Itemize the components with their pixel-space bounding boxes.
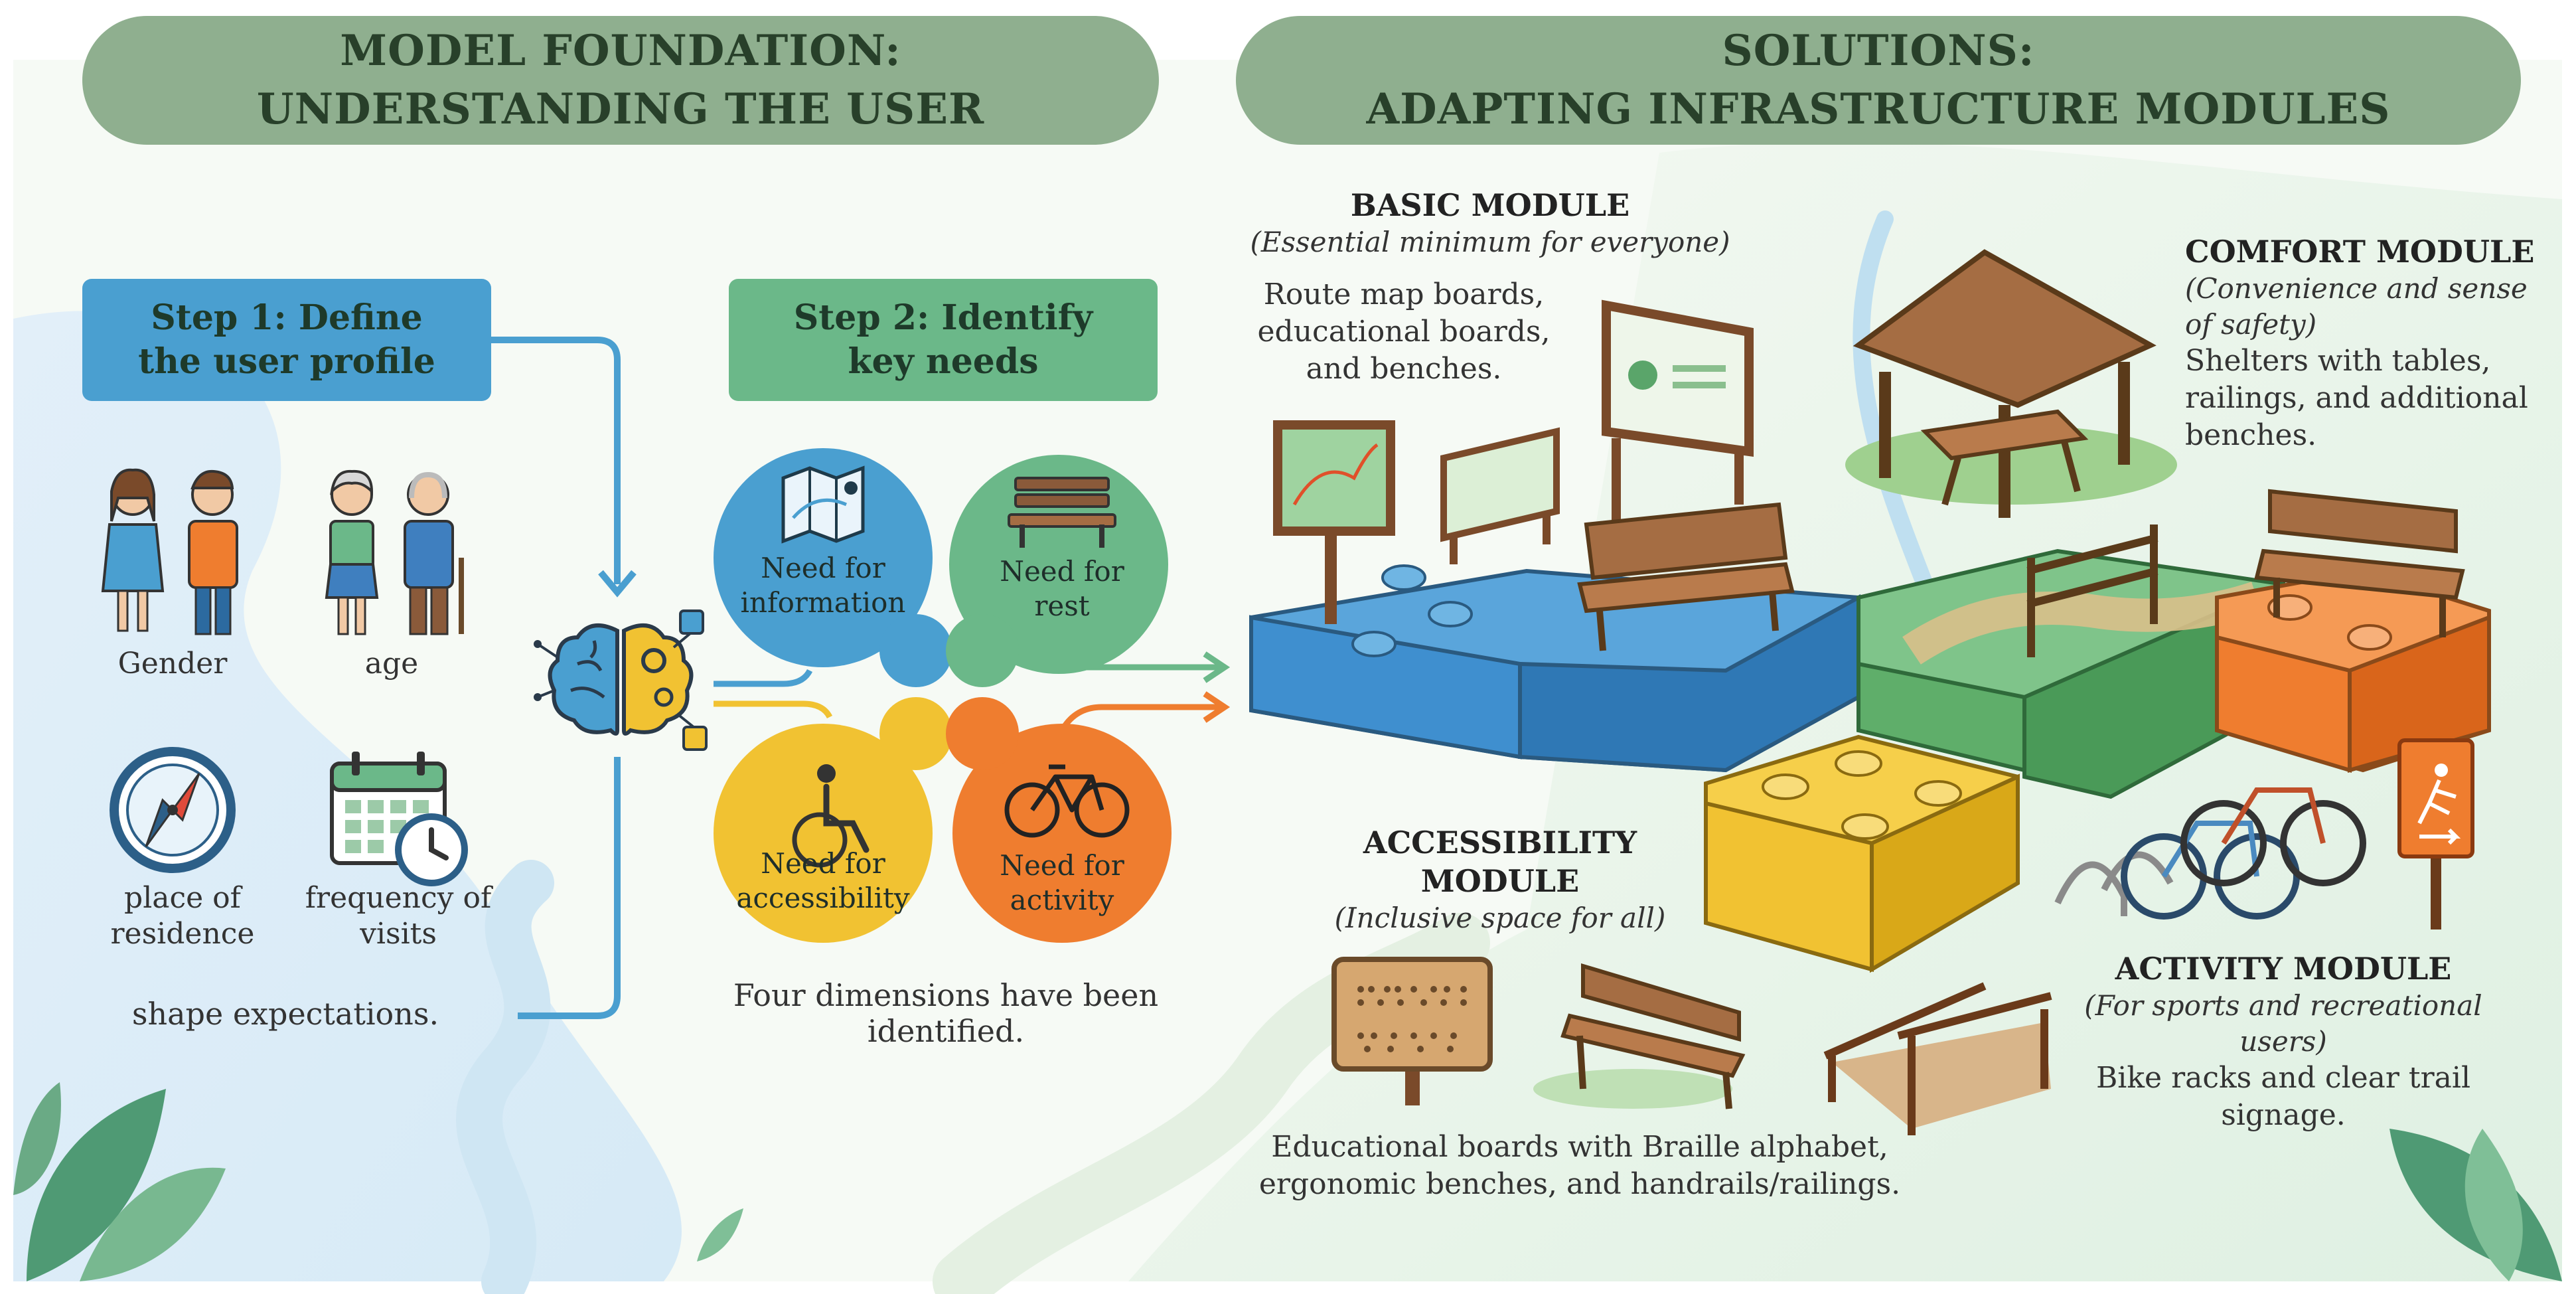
trail-sign <box>2397 738 2474 930</box>
bench-icon <box>1008 477 1116 548</box>
activity-module-subtitle-line2: users) <box>2239 1025 2327 1058</box>
railing-green-module <box>2026 525 2159 657</box>
accessibility-module-desc-line1: Educational boards with Braille alphabet… <box>1271 1130 1888 1164</box>
calendar-icon <box>330 752 468 886</box>
ergonomic-bench <box>1533 963 1746 1109</box>
right-header: SOLUTIONS: ADAPTING INFRASTRUCTURE MODUL… <box>1236 16 2521 145</box>
bench-orange-module <box>2254 489 2465 637</box>
needs-caption-line2: identified. <box>867 1013 1025 1049</box>
handrail-ramp <box>1823 982 2052 1135</box>
place-label-line2: residence <box>110 917 255 951</box>
educational-board-large <box>1602 299 1754 531</box>
accessibility-module-desc-line2: ergonomic benches, and handrails/railing… <box>1258 1167 1901 1201</box>
need-rest-label: Need for rest <box>962 554 1162 623</box>
activity-module-text: ACTIVITY MODULE (For sports and recreati… <box>2084 949 2482 1134</box>
age-icon <box>325 469 464 635</box>
need-accessibility-label: Need for accessibility <box>723 847 923 916</box>
right-header-line2: ADAPTING INFRASTRUCTURE MODULES <box>1366 84 2391 134</box>
wheelchair-icon <box>792 764 870 868</box>
need-activity-label: Need for activity <box>962 849 1162 918</box>
accessibility-module-subtitle: (Inclusive space for all) <box>1334 902 1666 934</box>
bench-blue-module <box>1577 502 1795 651</box>
yellow-puzzle-block <box>1704 734 2020 973</box>
need-information-line1: Need for <box>761 552 885 584</box>
needs-cluster <box>714 448 1172 943</box>
left-header: MODEL FOUNDATION: UNDERSTANDING THE USER <box>82 16 1159 145</box>
gender-icon <box>101 468 238 635</box>
need-information-line2: information <box>740 586 906 619</box>
accessibility-module-title-line2: MODULE <box>1420 863 1580 899</box>
compass-icon <box>110 747 236 873</box>
need-rest-line1: Need for <box>1000 555 1124 588</box>
need-rest-line2: rest <box>1034 590 1090 622</box>
need-information-label: Need for information <box>723 551 923 620</box>
brain-icon <box>534 609 708 751</box>
map-icon <box>781 465 865 544</box>
right-header-line1: SOLUTIONS: <box>1722 26 2035 76</box>
gender-label: Gender <box>117 647 228 681</box>
left-header-line2: UNDERSTANDING THE USER <box>256 84 985 134</box>
basic-module-desc-line3: and benches. <box>1306 352 1502 386</box>
basic-module-text: BASIC MODULE (Essential minimum for ever… <box>1248 186 1732 260</box>
accessibility-module-desc: Educational boards with Braille alphabet… <box>1221 1129 1938 1203</box>
age-label: age <box>364 647 419 681</box>
needs-caption: Four dimensions have been identified. <box>717 977 1175 1049</box>
braille-board <box>1331 957 1493 1105</box>
basic-module-title: BASIC MODULE <box>1350 187 1630 223</box>
comfort-module-desc-line2: railings, and additional <box>2185 381 2528 415</box>
accessibility-module-text: ACCESSIBILITY MODULE (Inclusive space fo… <box>1308 823 1693 936</box>
activity-module-desc-line1: Bike racks and clear trail <box>2095 1061 2471 1095</box>
bike-rack <box>2054 787 2366 920</box>
basic-module-desc-line2: educational boards, <box>1257 315 1551 349</box>
frequency-label-line2: visits <box>360 917 437 951</box>
comfort-module-text: COMFORT MODULE (Convenience and sense of… <box>2185 232 2557 454</box>
step1-box: Step 1: Define the user profile <box>82 279 491 401</box>
comfort-module-desc-line1: Shelters with tables, <box>2185 344 2491 378</box>
comfort-module-desc-line3: benches. <box>2185 418 2317 452</box>
place-label-line1: place of <box>124 881 241 915</box>
step1-line2: the user profile <box>138 341 435 382</box>
basic-module-desc: Route map boards, educational boards, an… <box>1248 276 1560 388</box>
step2-line1: Step 2: Identify <box>793 297 1093 338</box>
step2-line2: key needs <box>848 341 1039 382</box>
bicycle-icon <box>1004 764 1130 838</box>
step2-box: Step 2: Identify key needs <box>729 279 1158 401</box>
blue-puzzle-block <box>1249 564 1860 773</box>
comfort-module-subtitle-line2: of safety) <box>2185 308 2317 341</box>
frequency-label: frequency of visits <box>285 880 511 952</box>
need-accessibility-line1: Need for <box>761 847 885 880</box>
shelter-with-table <box>1845 249 2177 518</box>
comfort-module-title: COMFORT MODULE <box>2185 234 2535 270</box>
needs-caption-line1: Four dimensions have been <box>733 977 1159 1013</box>
basic-module-desc-line1: Route map boards, <box>1263 278 1545 311</box>
basic-module-subtitle: (Essential minimum for everyone) <box>1250 226 1730 258</box>
frequency-label-line1: frequency of <box>305 881 492 915</box>
educational-board-small <box>1440 427 1560 564</box>
activity-module-title: ACTIVITY MODULE <box>2115 951 2452 987</box>
need-activity-line2: activity <box>1010 884 1114 916</box>
activity-module-desc-line2: signage. <box>2221 1098 2346 1132</box>
need-accessibility-line2: accessibility <box>736 882 910 914</box>
activity-module-subtitle-line1: (For sports and recreational <box>2084 989 2482 1022</box>
need-activity-line1: Need for <box>1000 849 1124 882</box>
orange-puzzle-block <box>2215 568 2491 773</box>
route-map-board <box>1273 420 1395 624</box>
left-header-line1: MODEL FOUNDATION: <box>340 26 901 76</box>
accessibility-module-title-line1: ACCESSIBILITY <box>1363 825 1637 860</box>
step1-line1: Step 1: Define <box>151 297 423 338</box>
shape-expectations-caption: shape expectations. <box>131 996 439 1032</box>
comfort-module-subtitle-line1: (Convenience and sense <box>2185 272 2528 305</box>
place-label: place of residence <box>86 880 279 952</box>
